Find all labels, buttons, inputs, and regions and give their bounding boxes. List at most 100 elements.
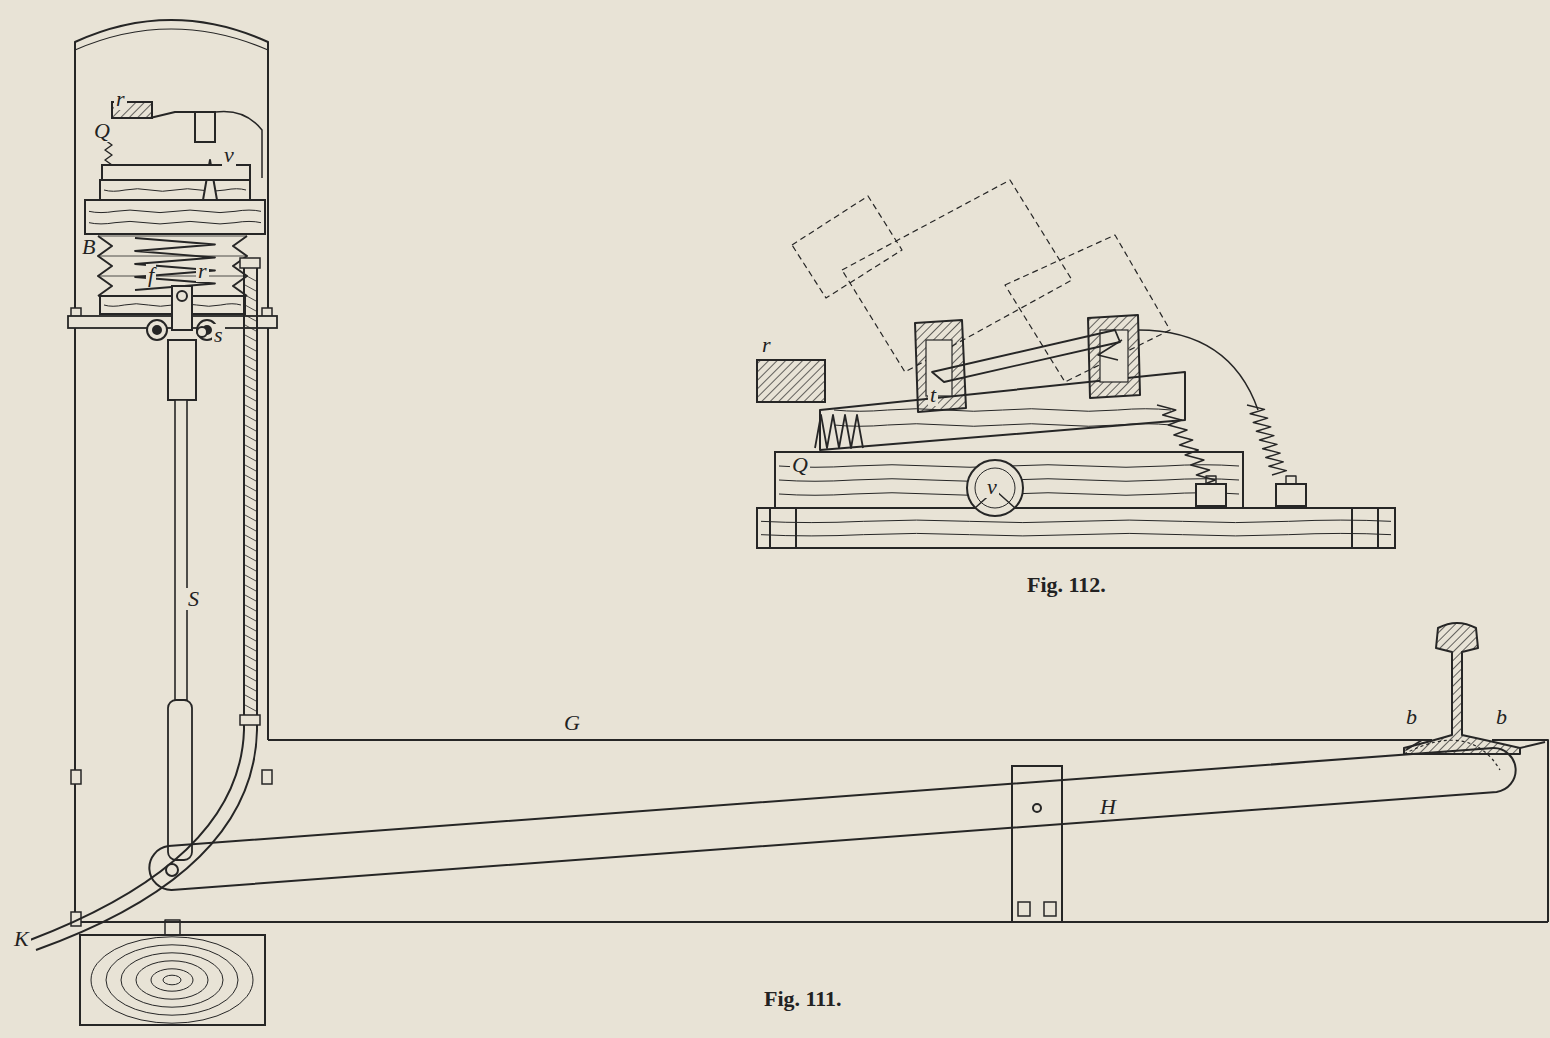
bellows-fold: [98, 256, 247, 257]
bellows-fold: [98, 276, 247, 277]
pipe-twist: [245, 315, 256, 321]
joint-strap: [71, 770, 81, 784]
pipe-twist: [245, 595, 256, 601]
guide-roller-axle: [153, 326, 161, 334]
rail-clip: [1395, 740, 1422, 750]
pipe-twist: [245, 615, 256, 621]
coil-spring: [1157, 405, 1215, 485]
base-end-block: [770, 508, 796, 548]
joint-strap: [262, 770, 272, 784]
lever-bearing: [1033, 804, 1041, 812]
fork-pin: [177, 291, 187, 301]
lever-bracket: [1012, 766, 1062, 922]
pipe-twist: [245, 705, 256, 711]
base-end-block: [1352, 508, 1378, 548]
pipe-twist: [245, 475, 256, 481]
pipe-twist: [245, 295, 256, 301]
wood-ring: [163, 975, 181, 985]
wood-grain: [104, 189, 246, 192]
rail-lever: [149, 748, 1515, 890]
figure-caption: Fig. 112.: [1025, 574, 1108, 596]
contact-loop: [932, 330, 1120, 382]
part-letter: r: [760, 334, 773, 356]
pipe-twist: [245, 695, 256, 701]
bellows-spring: [135, 238, 215, 290]
drawing: [30, 20, 1548, 1025]
bracket-bolt: [1044, 902, 1056, 916]
pipe-twist: [245, 605, 256, 611]
pipe-twist: [245, 345, 256, 351]
guide-roller: [147, 320, 167, 340]
rail-profile: [1404, 623, 1520, 754]
pipe-twist: [245, 465, 256, 471]
pipe-twist: [245, 485, 256, 491]
bellows-fold: [98, 236, 247, 237]
pipe-twist: [245, 535, 256, 541]
pipe-twist: [245, 455, 256, 461]
top-plate: [85, 200, 265, 234]
pipe-twist: [245, 525, 256, 531]
pipe-twist: [245, 625, 256, 631]
pipe-twist: [245, 665, 256, 671]
wood-grain: [761, 520, 1391, 523]
pipe-twist: [245, 285, 256, 291]
wood-ring: [106, 945, 238, 1015]
contact-hook: [1098, 340, 1122, 360]
part-letter: K: [12, 928, 31, 950]
wood-grain: [761, 533, 1391, 536]
pipe-wall: [36, 262, 257, 950]
pipe-twist: [245, 385, 256, 391]
part-letter: s: [212, 324, 225, 346]
pipe-twist: [245, 505, 256, 511]
pipe-twist: [245, 545, 256, 551]
pipe-twist: [245, 555, 256, 561]
terminal-screw: [1286, 476, 1296, 484]
pipe-twist: [245, 495, 256, 501]
sleeper-bolt: [165, 920, 180, 935]
roller: [967, 460, 1023, 516]
pipe-twist: [245, 575, 256, 581]
pipe-twist: [245, 655, 256, 661]
part-letter: Q: [790, 454, 810, 476]
wood-ring: [151, 969, 193, 991]
return-spring: [815, 415, 863, 448]
alt-position: [1005, 235, 1170, 382]
figure-caption: Fig. 111.: [762, 988, 844, 1010]
terminal-screw: [1206, 476, 1216, 484]
pipe-twist: [245, 335, 256, 341]
pipe-twist: [245, 365, 256, 371]
pipe-twist: [245, 445, 256, 451]
casing-end: [1492, 740, 1548, 922]
wood-grain: [834, 424, 1171, 427]
pipe-twist: [245, 325, 256, 331]
push-rod: [175, 400, 187, 700]
coil-spring: [1247, 405, 1286, 475]
terminal-nut: [1196, 484, 1226, 506]
rod-fork: [172, 286, 192, 330]
rod-lower-sleeve: [168, 700, 192, 860]
pipe-twist: [245, 375, 256, 381]
pipe-twist: [245, 565, 256, 571]
stop-block: [757, 360, 825, 402]
part-letter: G: [562, 712, 582, 734]
pipe-twist: [245, 585, 256, 591]
pipe-twist: [245, 685, 256, 691]
roller-inner: [975, 468, 1015, 508]
connecting-wire: [1138, 330, 1258, 410]
sleeper: [80, 935, 265, 1025]
pipe-twist: [245, 415, 256, 421]
pipe-twist: [245, 405, 256, 411]
wood-grain: [834, 409, 1171, 412]
pipe-clamp: [240, 715, 260, 725]
pipe-twist: [245, 355, 256, 361]
part-letter: b: [1494, 706, 1509, 728]
part-letter: r: [114, 88, 127, 110]
rod-sleeve: [168, 340, 196, 400]
part-letter: B: [80, 236, 97, 258]
base-board: [757, 508, 1395, 548]
housing-outline: [75, 20, 268, 922]
rail-clip: [1520, 742, 1545, 748]
wood-ring: [121, 953, 223, 1007]
pipe-twist: [245, 305, 256, 311]
